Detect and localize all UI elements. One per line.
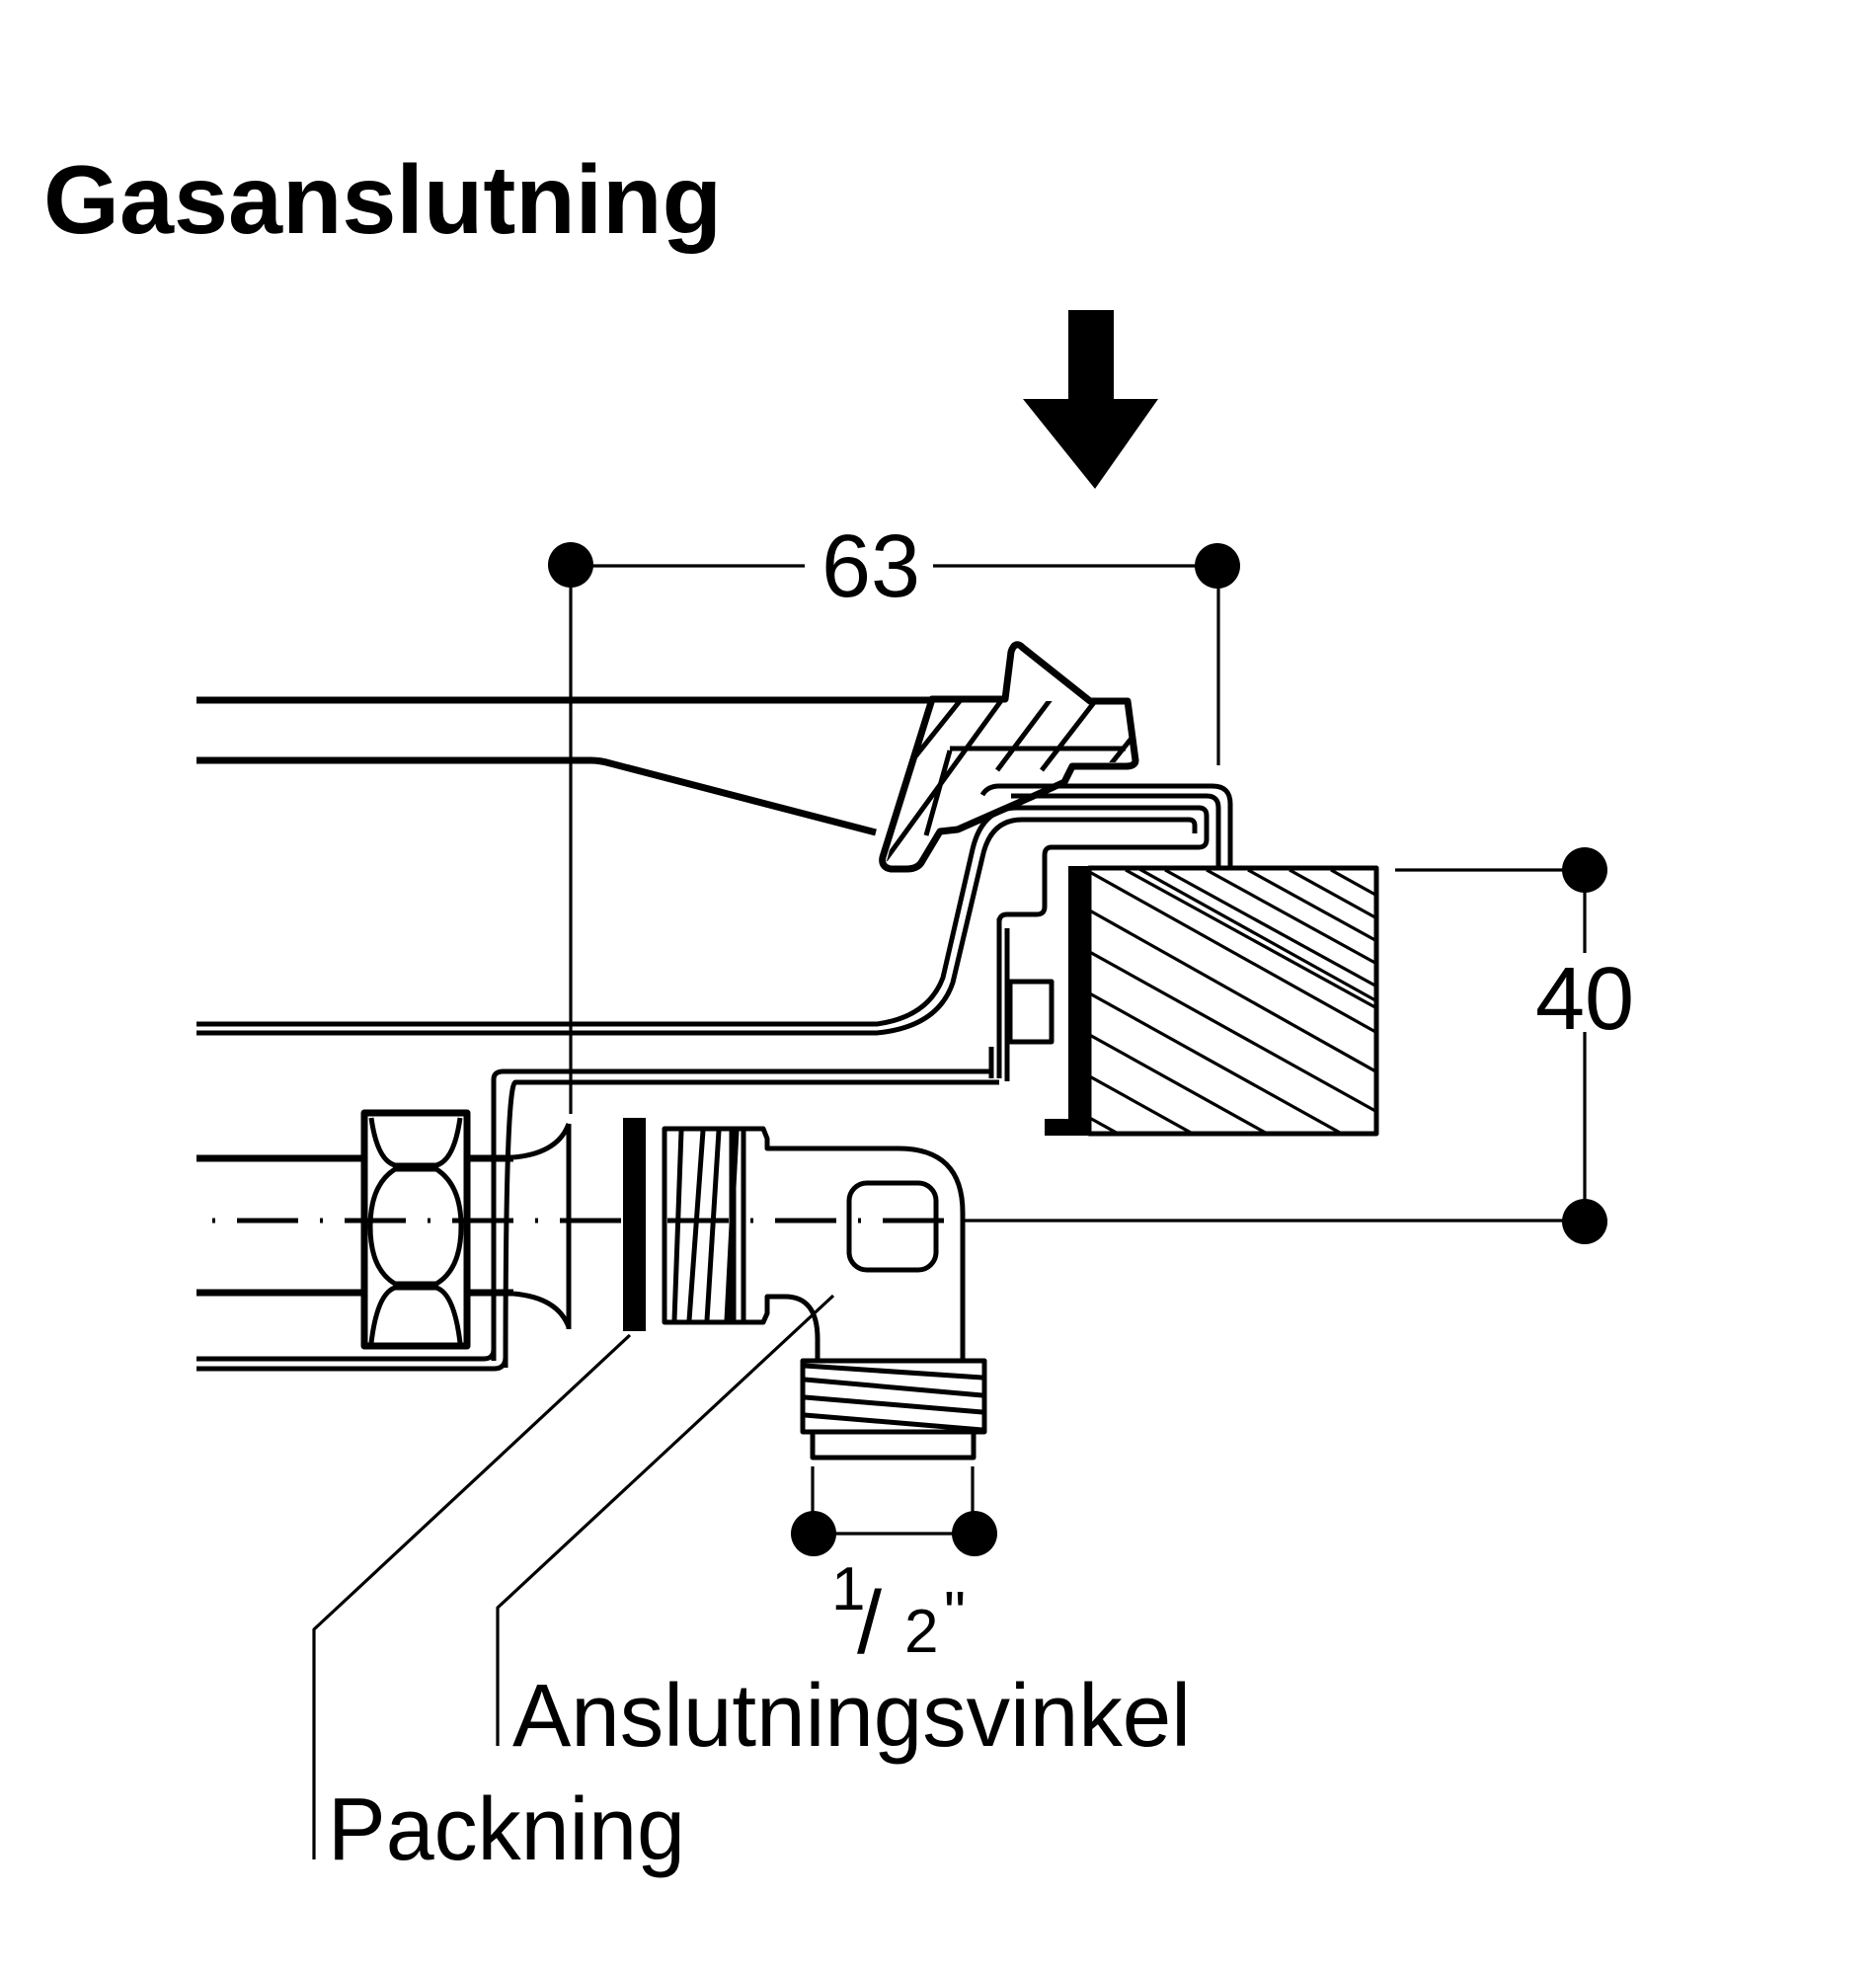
threaded-connector <box>662 1126 746 1325</box>
connection-elbow <box>743 1126 987 1461</box>
gasket <box>623 1118 646 1331</box>
leader-line-gasket <box>312 1333 632 1859</box>
diagram-title: Gasanslutning <box>43 145 722 254</box>
arrow-down-icon <box>1023 310 1158 489</box>
thread-numerator: 1 <box>831 1555 865 1623</box>
dimension-height-label: 40 <box>1535 950 1634 1049</box>
dimension-width-label: 63 <box>821 517 920 616</box>
gas-pipe <box>196 1154 513 1372</box>
leader-line-elbow <box>496 1294 835 1746</box>
hob-trim-profile <box>879 641 1139 873</box>
dimension-height: 40 <box>963 847 1634 1244</box>
label-gasket: Packning <box>328 1780 685 1879</box>
thread-unit: " <box>944 1580 966 1648</box>
dimension-thread: 1 / 2 " <box>791 1466 997 1673</box>
countertop-section <box>1045 865 1379 1137</box>
thread-slash: / <box>857 1574 882 1673</box>
pipe-flare <box>512 1123 572 1329</box>
hex-nut <box>360 1109 471 1350</box>
thread-denominator: 2 <box>904 1598 938 1666</box>
label-connection-elbow: Anslutningsvinkel <box>512 1667 1191 1766</box>
hob-body <box>196 696 1233 1369</box>
